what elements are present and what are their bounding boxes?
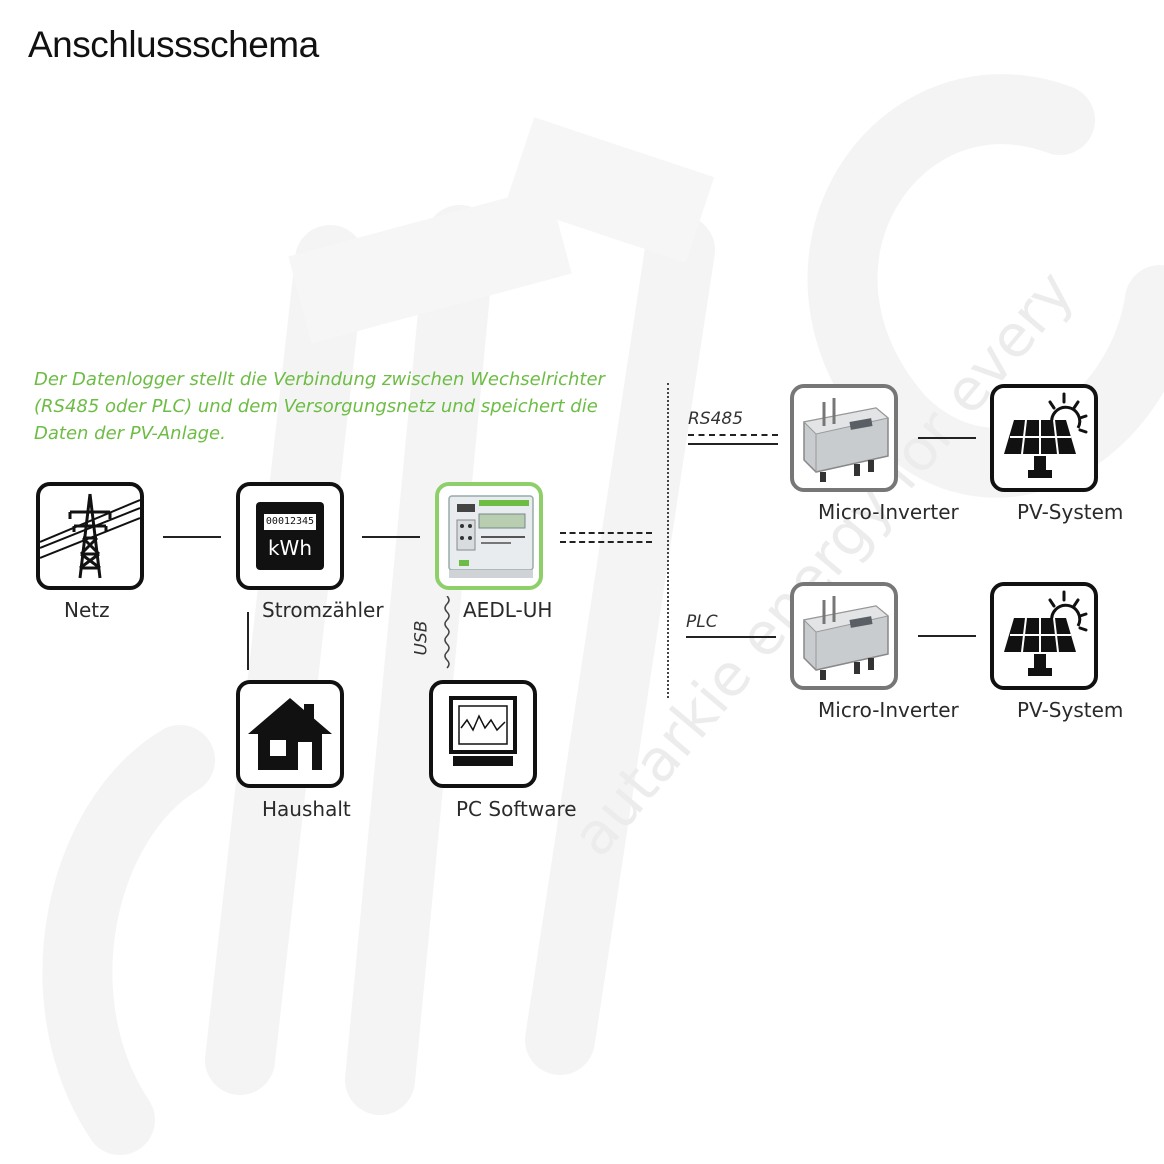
line-aedl-bus-1 (560, 532, 652, 534)
inverter-rs485-label: Micro-Inverter (818, 500, 959, 524)
pv-rs485-label: PV-System (1017, 500, 1124, 524)
plc-label: PLC (686, 612, 718, 632)
rs485-line-2 (688, 443, 778, 445)
plc-line (686, 636, 776, 638)
inverter-plc-box (790, 582, 898, 690)
datalogger-device-icon (448, 495, 534, 578)
stromzaehler-box: 00012345 kWh (236, 482, 344, 590)
meter-unit: kWh (267, 536, 313, 560)
netz-box (36, 482, 144, 590)
meter-reading: 00012345 (264, 514, 316, 530)
usb-cable (444, 596, 450, 669)
description-text: Der Datenlogger stellt die Verbindung zw… (34, 369, 605, 444)
line-inverter-pv-plc (918, 635, 976, 637)
pv-plc-label: PV-System (1017, 698, 1124, 722)
pv-rs485-box (990, 384, 1098, 492)
inverter-rs485-box (790, 384, 898, 492)
haushalt-label: Haushalt (262, 797, 351, 821)
pv-plc-box (990, 582, 1098, 690)
electric-meter-icon: 00012345 kWh (256, 502, 324, 570)
aedl-label: AEDL-UH (463, 598, 553, 622)
inverter-plc-label: Micro-Inverter (818, 698, 959, 722)
stromzaehler-label: Stromzähler (262, 598, 384, 622)
pc-box (429, 680, 537, 788)
line-netz-meter (163, 536, 221, 538)
usb-label: USB (411, 620, 432, 656)
line-aedl-bus-2 (560, 541, 652, 543)
rs485-line-1 (688, 434, 778, 436)
power-pylon-icon (40, 493, 140, 579)
line-meter-haushalt (247, 612, 249, 670)
micro-inverter-icon (802, 398, 890, 482)
pc-label: PC Software (456, 797, 577, 821)
solar-panel-icon (1004, 590, 1088, 676)
bus-divider (667, 383, 669, 698)
micro-inverter-icon (802, 596, 890, 680)
aedl-box (435, 482, 543, 590)
line-inverter-pv-rs485 (918, 437, 976, 439)
rs485-label: RS485 (688, 409, 744, 429)
page-title: Anschlussschema (28, 24, 319, 65)
house-icon (248, 698, 332, 770)
line-meter-aedl (362, 536, 420, 538)
haushalt-box (236, 680, 344, 788)
monitor-icon (449, 696, 517, 766)
solar-panel-icon (1004, 392, 1088, 478)
netz-label: Netz (64, 598, 110, 622)
